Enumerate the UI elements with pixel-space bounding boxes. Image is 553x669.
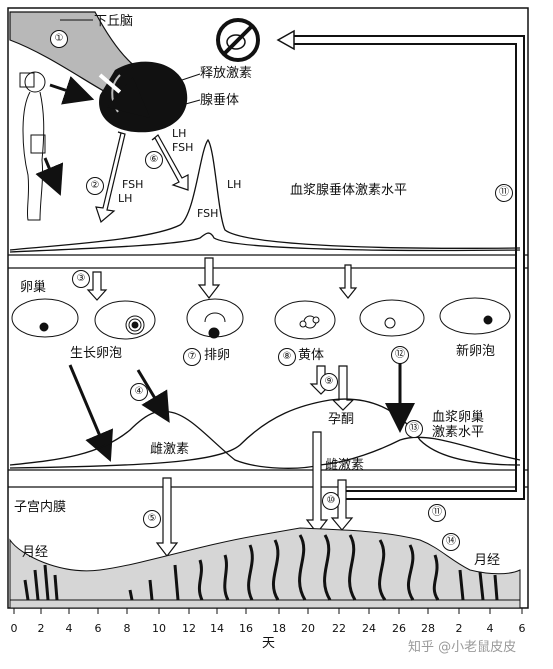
lh-label-b: LH — [118, 192, 133, 205]
estrogen-curve — [9, 410, 521, 469]
arrows-ovary-hormone — [68, 362, 415, 462]
tick-label: 2 — [455, 622, 463, 635]
ovary-label: 卵巢 — [20, 280, 47, 295]
tick-label: 20 — [301, 622, 315, 635]
marker-12: ⑫ — [391, 346, 409, 364]
tick-label: 26 — [392, 622, 406, 635]
feedback-arrow-head — [276, 29, 295, 51]
plasma-ovarian-label-2: 激素水平 — [432, 425, 485, 440]
marker-10: ⑩ — [322, 492, 340, 510]
estrogen-label-1: 雌激素 — [150, 442, 190, 457]
tick-label: 6 — [518, 622, 526, 635]
plasma-ovarian-label-1: 血浆卵巢 — [432, 410, 485, 425]
pituitary-lh-curve — [9, 138, 521, 251]
releasing-hormone-label: 释放激素 — [200, 66, 253, 81]
ovulation-label: 排卵 — [204, 348, 231, 363]
marker-14: ⑭ — [442, 533, 460, 551]
watermark: 知乎 @小老鼠皮皮 — [408, 640, 517, 655]
no-sign-icon — [216, 18, 260, 62]
tick-label: 16 — [239, 622, 253, 635]
pituitary-fsh-curve — [9, 232, 521, 253]
lh-label-a: LH — [172, 127, 187, 140]
tick-label: 8 — [123, 622, 131, 635]
tick-label: 4 — [65, 622, 73, 635]
x-axis-ticks — [13, 608, 523, 614]
marker-4: ④ — [130, 383, 148, 401]
hollow-arrows-top — [95, 131, 189, 224]
tick-label: 10 — [152, 622, 166, 635]
endometrium-band — [9, 527, 521, 609]
new-follicle-label: 新卵泡 — [456, 344, 496, 359]
marker-2: ② — [86, 177, 104, 195]
tick-label: 0 — [10, 622, 18, 635]
pituitary-label: 腺垂体 — [200, 93, 240, 108]
endometrium-label: 子宫内膜 — [14, 500, 67, 515]
tick-label: 28 — [421, 622, 435, 635]
tick-label: 22 — [332, 622, 346, 635]
marker-13: ⑬ — [405, 420, 423, 438]
marker-6: ⑥ — [145, 151, 163, 169]
fsh-label-a: FSH — [172, 141, 194, 154]
marker-7: ⑦ — [183, 348, 201, 366]
x-axis-label: 天 — [262, 636, 276, 651]
hypothalamus-pituitary-icon — [9, 11, 201, 133]
lh-peak-label: LH — [227, 178, 242, 191]
body-silhouette-icon — [19, 71, 95, 221]
hollow-arrows-mid — [86, 257, 358, 301]
marker-11b: ⑪ — [428, 504, 446, 522]
fsh-peak-label: FSH — [197, 207, 219, 220]
tick-label: 24 — [362, 622, 376, 635]
tick-label: 6 — [94, 622, 102, 635]
tick-label: 14 — [210, 622, 224, 635]
tick-label: 2 — [37, 622, 45, 635]
marker-3: ③ — [72, 270, 90, 288]
estrogen-label-2: 雌激素 — [325, 458, 365, 473]
tick-label: 18 — [272, 622, 286, 635]
marker-1: ① — [50, 30, 68, 48]
menses-label-2: 月经 — [474, 553, 501, 568]
marker-8: ⑧ — [278, 348, 296, 366]
marker-11a: ⑪ — [495, 184, 513, 202]
hollow-arrows-bottom — [155, 431, 354, 557]
growing-follicle-label: 生长卵泡 — [70, 346, 123, 361]
tick-label: 4 — [486, 622, 494, 635]
marker-5: ⑤ — [143, 510, 161, 528]
hypothalamus-label: 下丘脑 — [94, 14, 134, 29]
progesterone-curve — [9, 398, 521, 469]
fsh-label-b: FSH — [122, 178, 144, 191]
marker-9: ⑨ — [320, 373, 338, 391]
corpus-luteum-label: 黄体 — [298, 348, 325, 363]
tick-label: 12 — [182, 622, 196, 635]
menses-label-1: 月经 — [22, 545, 49, 560]
follicle-icon — [11, 297, 511, 340]
feedback-arrow-inner — [292, 37, 523, 498]
progesterone-label: 孕酮 — [328, 412, 355, 427]
plasma-pituitary-label: 血浆腺垂体激素水平 — [290, 183, 408, 198]
